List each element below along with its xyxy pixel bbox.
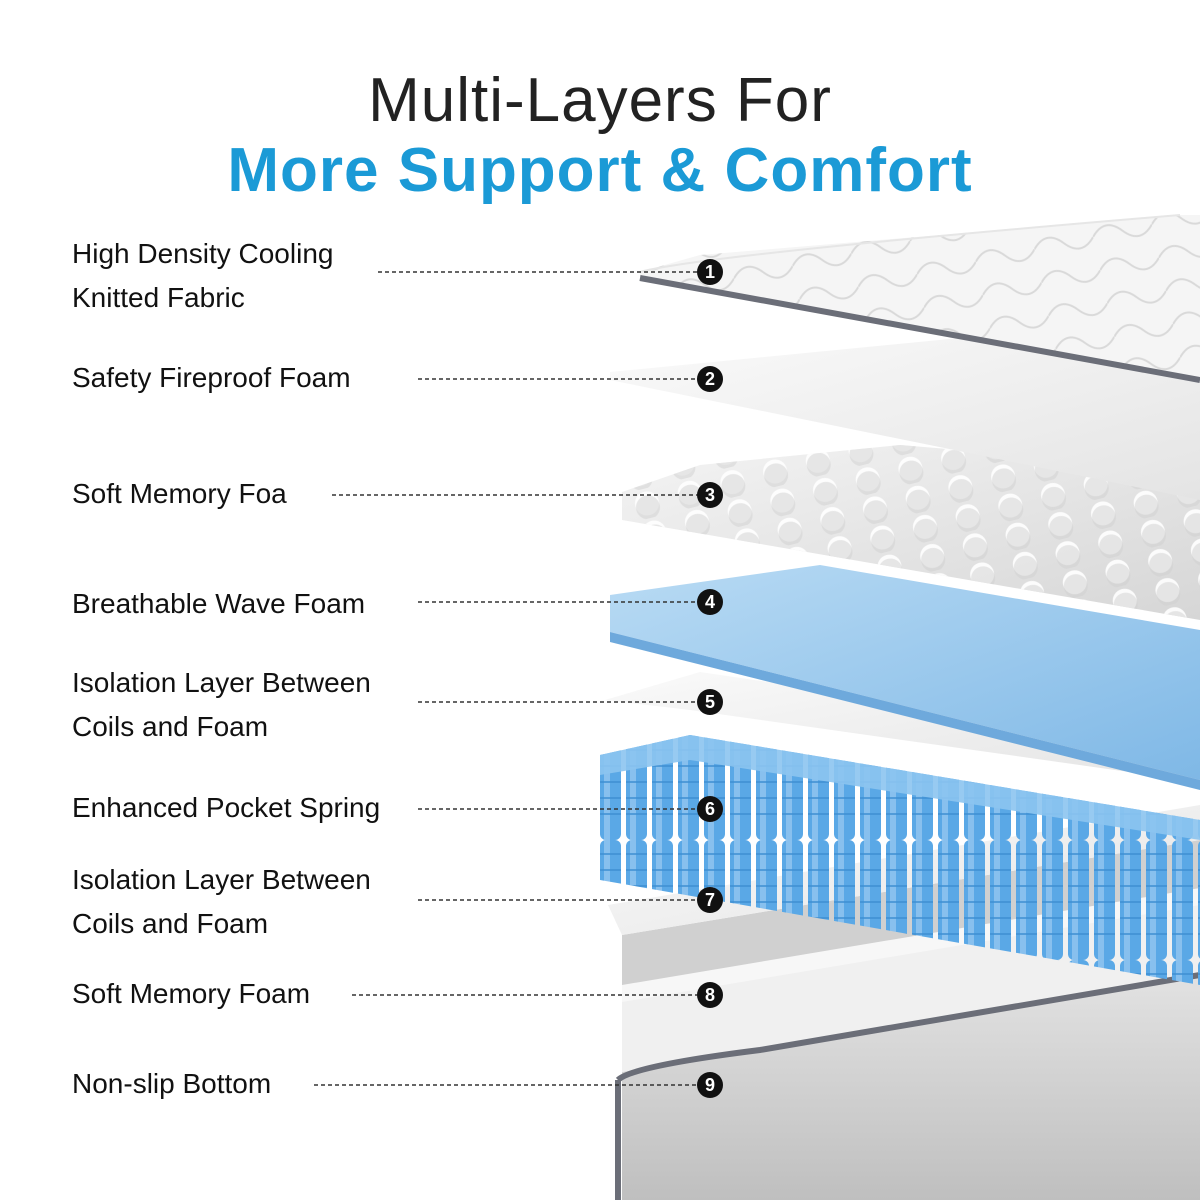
layer-label-9: Non-slip Bottom bbox=[72, 1062, 412, 1106]
layer-5-shape bbox=[605, 672, 1200, 782]
title-line-1: Multi-Layers For bbox=[368, 66, 832, 135]
badge-3-number: 3 bbox=[705, 485, 715, 505]
badge-7-number: 7 bbox=[705, 890, 715, 910]
layer-label-2: Safety Fireproof Foam bbox=[72, 356, 412, 400]
layer-label-8-line-1: Soft Memory Foam bbox=[72, 978, 311, 1009]
badge-6: 6 bbox=[697, 796, 723, 822]
badge-8-number: 8 bbox=[705, 985, 715, 1005]
layer-label-7-line-1: Isolation Layer Between bbox=[72, 864, 371, 895]
title-line-2: More Support & Comfort bbox=[227, 136, 973, 205]
badge-7: 7 bbox=[697, 887, 723, 913]
badge-9-number: 9 bbox=[705, 1075, 715, 1095]
layer-label-5: Isolation Layer Between Coils and Foam bbox=[72, 661, 412, 749]
badge-2-number: 2 bbox=[705, 369, 715, 389]
layer-2-shape bbox=[610, 338, 1200, 500]
layer-label-1-line-2: Knitted Fabric bbox=[72, 282, 245, 313]
layer-label-5-line-1: Isolation Layer Between bbox=[72, 667, 371, 698]
badge-6-number: 6 bbox=[705, 799, 715, 819]
layer-3-shape bbox=[622, 445, 1200, 620]
layer-label-7: Isolation Layer Between Coils and Foam bbox=[72, 858, 412, 946]
badge-2: 2 bbox=[697, 366, 723, 392]
layer-label-4: Breathable Wave Foam bbox=[72, 582, 412, 626]
layer-label-1: High Density Cooling Knitted Fabric bbox=[72, 232, 412, 320]
badge-4: 4 bbox=[697, 589, 723, 615]
badge-9: 9 bbox=[697, 1072, 723, 1098]
badge-5: 5 bbox=[697, 689, 723, 715]
badge-3: 3 bbox=[697, 482, 723, 508]
badge-4-number: 4 bbox=[705, 592, 715, 612]
layer-label-7-line-2: Coils and Foam bbox=[72, 908, 269, 939]
layer-label-6: Enhanced Pocket Spring bbox=[72, 786, 412, 830]
layer-label-1-line-1: High Density Cooling bbox=[72, 238, 334, 269]
layer-4-shape bbox=[610, 565, 1200, 790]
number-badges: 1 2 3 4 5 6 7 8 9 bbox=[697, 259, 723, 1098]
badge-5-number: 5 bbox=[705, 692, 715, 712]
layer-label-2-line-1: Safety Fireproof Foam bbox=[72, 362, 351, 393]
layer-label-6-line-1: Enhanced Pocket Spring bbox=[72, 792, 381, 823]
layer-label-4-line-1: Breathable Wave Foam bbox=[72, 588, 366, 619]
layer-6-shape bbox=[600, 735, 1200, 985]
badge-8: 8 bbox=[697, 982, 723, 1008]
layer-label-3: Soft Memory Foa bbox=[72, 472, 412, 516]
leader-lines bbox=[314, 271, 697, 1086]
badge-1: 1 bbox=[697, 259, 723, 285]
layer-label-3-line-1: Soft Memory Foa bbox=[72, 478, 287, 509]
badge-1-number: 1 bbox=[705, 262, 715, 282]
layer-1-shape bbox=[639, 214, 1200, 383]
layer-label-8: Soft Memory Foam bbox=[72, 972, 412, 1016]
layer-label-5-line-2: Coils and Foam bbox=[72, 711, 269, 742]
layer-label-9-line-1: Non-slip Bottom bbox=[72, 1068, 272, 1099]
